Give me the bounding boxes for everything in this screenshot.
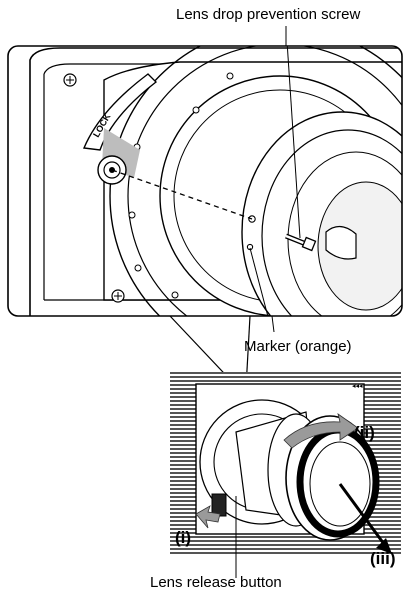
label-marker: Marker (orange) <box>244 338 352 355</box>
svg-text:◂◂◂: ◂◂◂ <box>352 383 363 390</box>
step-label-2: (ii) <box>354 423 375 442</box>
pull-arrow-head <box>376 538 392 554</box>
mount-ring-outer <box>109 46 402 316</box>
detail-frame <box>7 45 403 317</box>
step-label-3: (iii) <box>370 549 396 568</box>
alignment-line <box>111 169 253 220</box>
rotate-arrow <box>283 413 359 449</box>
marker-leader <box>249 247 273 316</box>
pull-arrow-shaft <box>338 483 386 545</box>
lens-drop-prevention-screw <box>285 233 317 252</box>
label-lens-drop-prevention-screw: Lens drop prevention screw <box>176 6 361 23</box>
corner-screws <box>63 73 125 303</box>
detail-view: LOCK <box>29 46 402 316</box>
overview-view: ◂◂◂ <box>170 372 401 555</box>
step-label-1: (i) <box>175 528 192 547</box>
screw-leader <box>285 46 301 239</box>
push-arrow <box>195 505 221 529</box>
label-lens-release-button: Lens release button <box>150 574 282 591</box>
